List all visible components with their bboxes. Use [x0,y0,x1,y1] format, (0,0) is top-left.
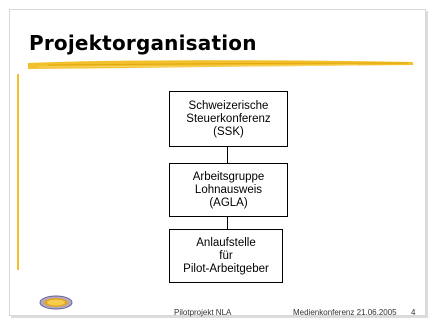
org-box-line: Pilot-Arbeitgeber [183,262,269,275]
org-box-agla: Arbeitsgruppe Lohnausweis (AGLA) [169,163,288,217]
footer-conference: Medienkonferenz 21.06.2005 [293,308,397,317]
org-box-line: Anlaufstelle [196,236,256,249]
org-box-line: Steuerkonferenz [186,112,271,125]
org-box-line: (AGLA) [209,196,248,209]
org-box-line: (SSK) [213,125,244,138]
org-box-line: Arbeitsgruppe [192,170,265,183]
connector-line [227,216,228,230]
org-box-ssk: Schweizerische Steuerkonferenz (SSK) [169,91,288,147]
org-box-line: für [219,249,233,262]
left-accent-bar [17,74,19,270]
org-box-anlaufstelle: Anlaufstelle für Pilot-Arbeitgeber [169,229,283,283]
logo-icon [39,295,73,310]
footer-project: Pilotprojekt NLA [174,308,232,317]
connector-line [227,146,228,164]
slide-title: Projektorganisation [29,31,257,55]
org-box-line: Schweizerische [188,99,269,112]
org-box-line: Lohnausweis [194,183,263,196]
page-number: 4 [411,308,416,317]
title-underline-brushstroke [28,60,413,69]
